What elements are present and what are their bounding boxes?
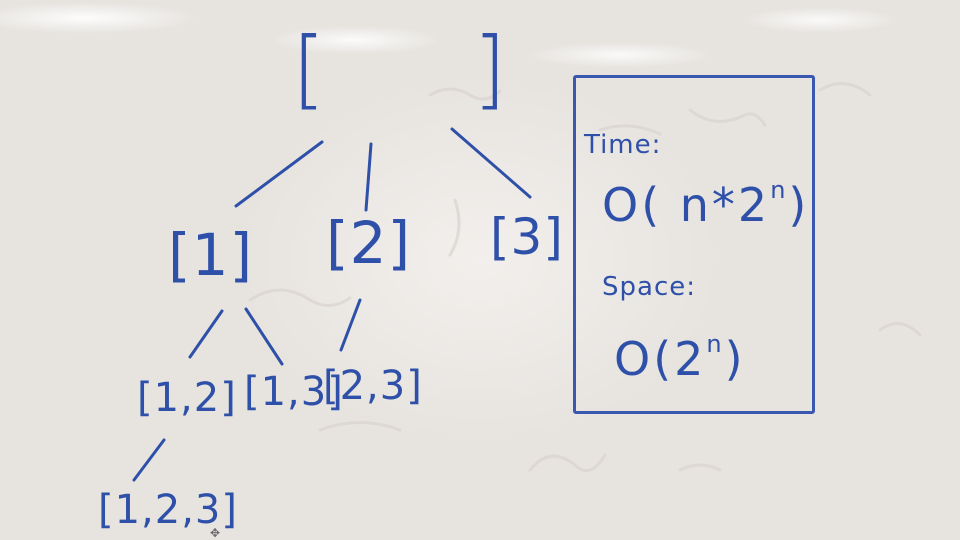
space-label: Space: — [602, 272, 696, 302]
time-close-paren: ) — [788, 178, 810, 232]
edge-1-13 — [244, 307, 284, 366]
tree-node-1-3: [1,3] — [244, 369, 344, 415]
move-cursor-icon: ✥ — [210, 526, 221, 540]
edge-root-3 — [450, 127, 532, 199]
time-value: O( n*2n) — [602, 178, 809, 228]
tree-node-1-2: [1,2] — [137, 375, 237, 421]
edge-1-12 — [188, 309, 224, 359]
edge-12-123 — [132, 438, 166, 482]
tree-node-3: [3] — [490, 208, 564, 266]
space-exponent: n — [706, 330, 725, 358]
edge-root-1 — [234, 140, 324, 208]
space-close-paren: ) — [724, 332, 746, 386]
tree-node-1: [1] — [168, 221, 254, 289]
tree-node-1-2-3: [1,2,3] — [98, 487, 238, 533]
edge-root-2 — [364, 142, 373, 212]
tree-node-2-3: [2,3] — [323, 363, 423, 409]
edge-2-23 — [339, 298, 362, 352]
complexity-box: Time: O( n*2n) Space: O(2n) — [573, 75, 815, 414]
tree-root-node: [ ] — [292, 19, 567, 119]
tree-node-2: [2] — [326, 209, 412, 277]
time-exponent: n — [770, 176, 789, 204]
time-label: Time: — [584, 130, 662, 160]
space-value: O(2n) — [614, 332, 746, 382]
space-value-base: O(2 — [614, 332, 707, 386]
time-value-base: O( n*2 — [602, 178, 771, 232]
